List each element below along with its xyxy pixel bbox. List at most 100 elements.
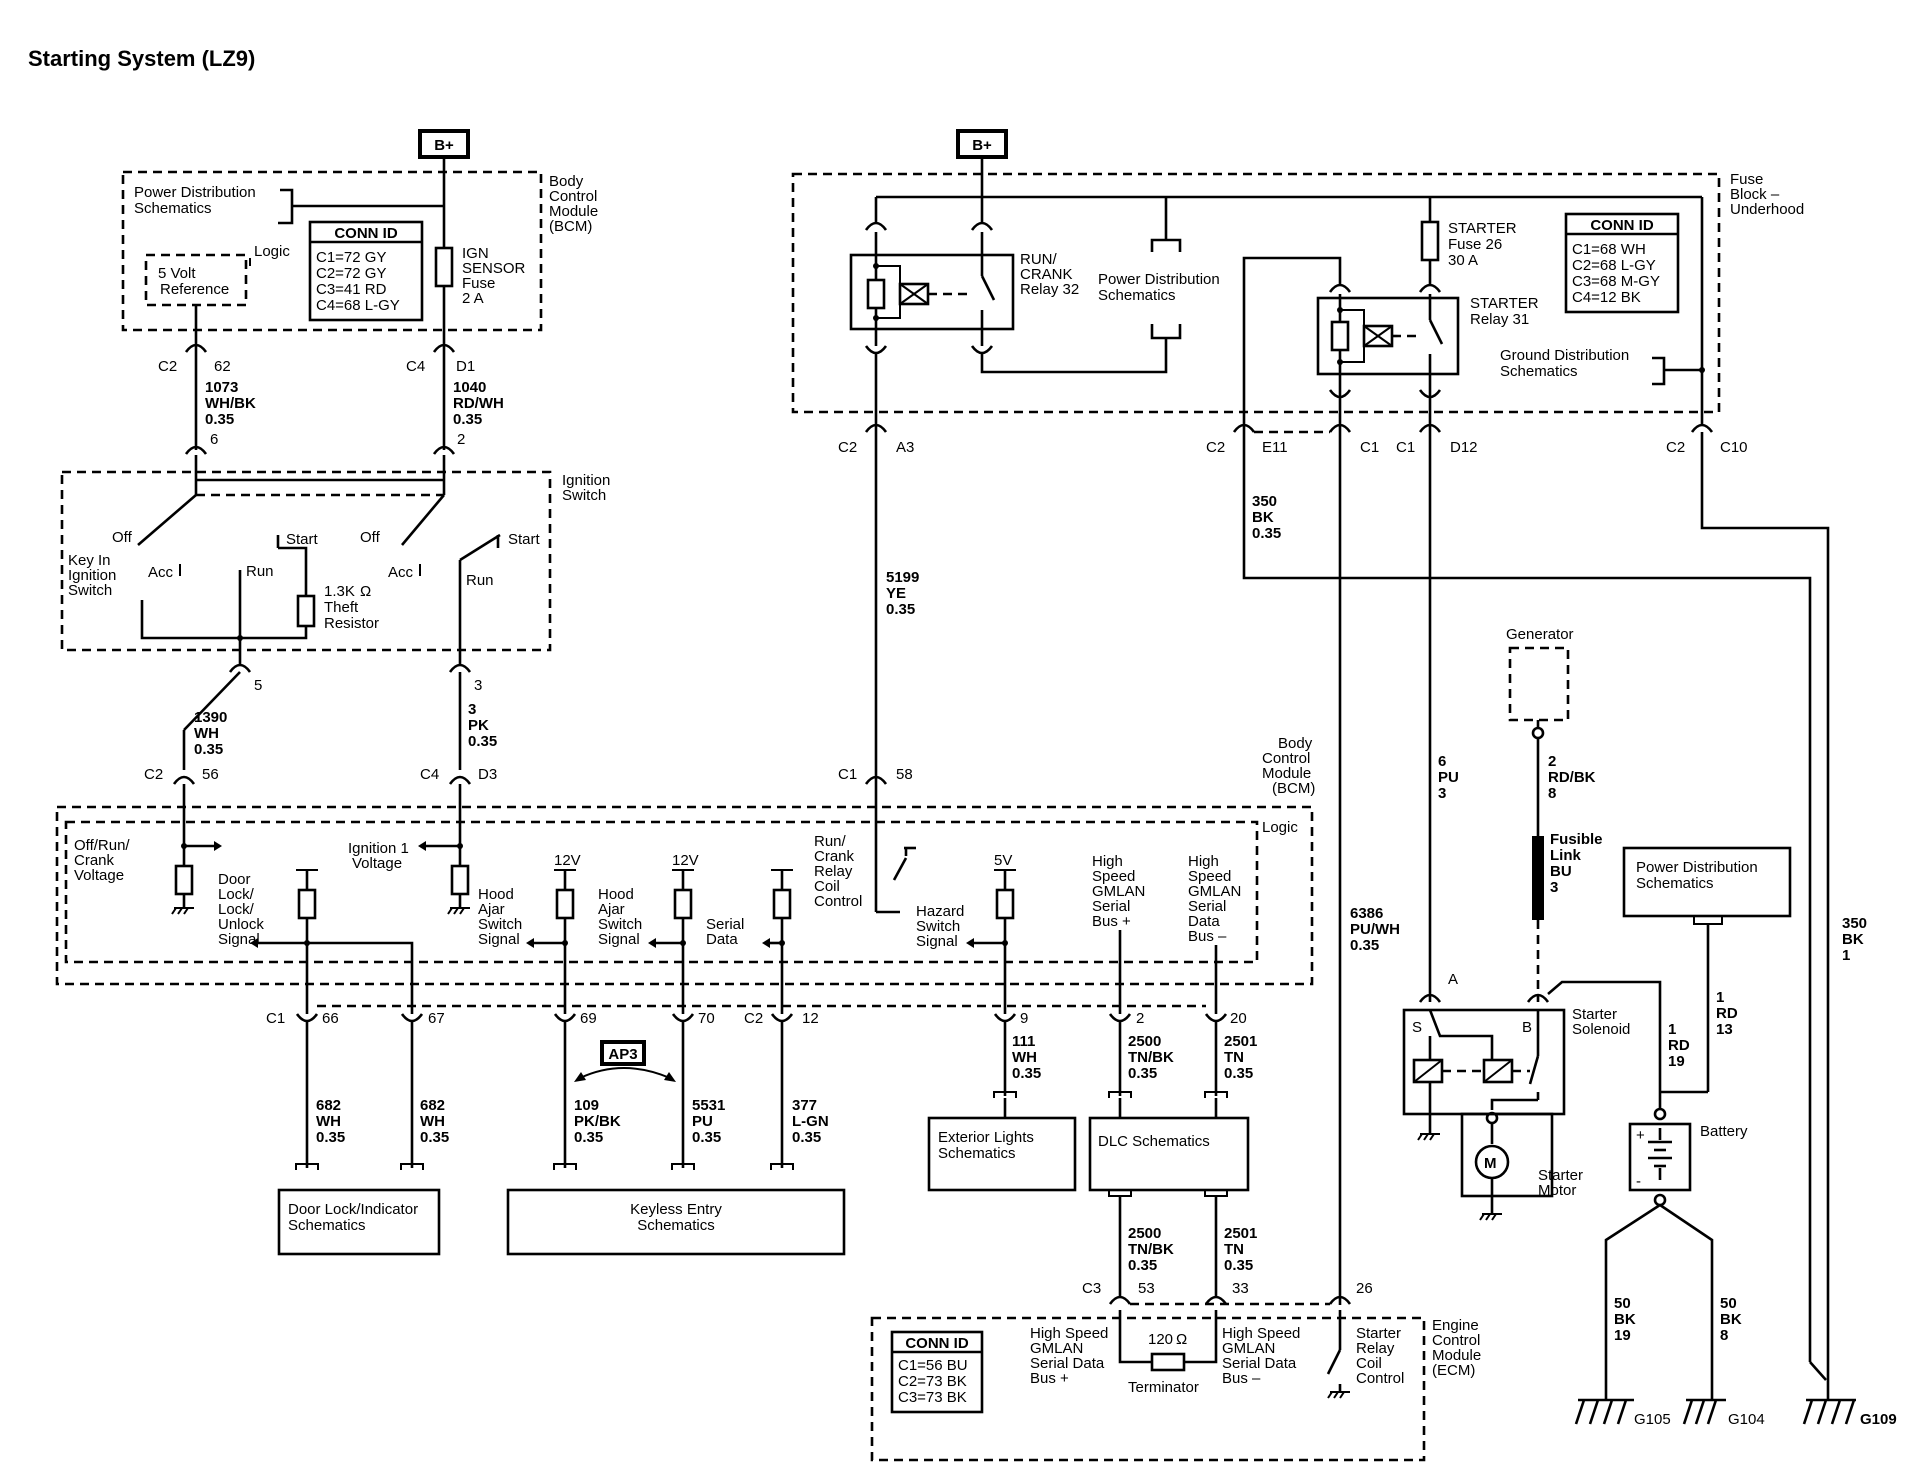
svg-text:50: 50 <box>1720 1295 1737 1312</box>
svg-text:Serial: Serial <box>1188 898 1226 915</box>
svg-text:Ajar: Ajar <box>478 901 505 918</box>
svg-text:Signal: Signal <box>598 931 640 948</box>
svg-text:Off: Off <box>112 529 133 546</box>
svg-text:Starter: Starter <box>1356 1325 1401 1342</box>
svg-text:Serial: Serial <box>1092 898 1130 915</box>
svg-text:Module: Module <box>1432 1347 1481 1364</box>
svg-text:5V: 5V <box>994 852 1012 869</box>
svg-text:Relay: Relay <box>1356 1340 1395 1357</box>
bcm-top-label: Body <box>549 173 584 190</box>
svg-text:High Speed: High Speed <box>1222 1325 1300 1342</box>
svg-text:YE: YE <box>886 585 906 602</box>
svg-text:Off: Off <box>360 529 381 546</box>
svg-text:1.3K: 1.3K <box>324 583 355 600</box>
svg-text:+: + <box>1636 1127 1645 1144</box>
svg-text:RD: RD <box>1668 1037 1690 1054</box>
svg-text:66: 66 <box>322 1010 339 1027</box>
svg-text:Fuse: Fuse <box>462 275 495 292</box>
svg-text:BU: BU <box>1550 863 1572 880</box>
svg-text:AP3: AP3 <box>608 1046 637 1063</box>
dlc-box: DLC Schematics <box>1088 1116 1250 1192</box>
svg-text:BK: BK <box>1614 1311 1636 1328</box>
svg-text:120: 120 <box>1148 1331 1173 1348</box>
svg-text:2501: 2501 <box>1224 1033 1257 1050</box>
svg-text:56: 56 <box>202 766 219 783</box>
svg-text:350: 350 <box>1252 493 1277 510</box>
svg-text:C2: C2 <box>1666 439 1685 456</box>
svg-text:Door Lock/Indicator: Door Lock/Indicator <box>288 1201 418 1218</box>
svg-text:3: 3 <box>468 701 476 718</box>
svg-text:(BCM): (BCM) <box>1272 780 1315 797</box>
svg-text:C1: C1 <box>266 1010 285 1027</box>
svg-text:C3=68 M-GY: C3=68 M-GY <box>1572 273 1660 290</box>
svg-text:E11: E11 <box>1262 439 1288 456</box>
svg-text:Starter: Starter <box>1572 1006 1617 1023</box>
svg-text:70: 70 <box>698 1010 715 1027</box>
svg-text:L-GN: L-GN <box>792 1113 829 1130</box>
svg-text:GMLAN: GMLAN <box>1030 1340 1083 1357</box>
svg-text:C4=12 BK: C4=12 BK <box>1572 289 1641 306</box>
svg-text:Battery: Battery <box>1700 1123 1748 1140</box>
svg-text:Bus +: Bus + <box>1030 1370 1069 1387</box>
svg-text:0.35: 0.35 <box>453 411 482 428</box>
svg-text:Ignition: Ignition <box>68 567 116 584</box>
svg-text:RUN/: RUN/ <box>1020 251 1057 268</box>
svg-text:Control: Control <box>549 188 597 205</box>
svg-text:BK: BK <box>1252 509 1274 526</box>
svg-text:0.35: 0.35 <box>1350 937 1379 954</box>
svg-text:Key In: Key In <box>68 552 111 569</box>
svg-text:Relay 32: Relay 32 <box>1020 281 1079 298</box>
svg-text:WH: WH <box>316 1113 341 1130</box>
svg-text:Underhood: Underhood <box>1730 201 1804 218</box>
svg-text:2: 2 <box>457 431 465 448</box>
svg-text:TN/BK: TN/BK <box>1128 1241 1174 1258</box>
svg-text:0.35: 0.35 <box>205 411 234 428</box>
svg-text:109: 109 <box>574 1097 599 1114</box>
svg-text:12: 12 <box>802 1010 819 1027</box>
svg-text:0.35: 0.35 <box>1128 1257 1157 1274</box>
svg-text:Exterior Lights: Exterior Lights <box>938 1129 1034 1146</box>
svg-text:0.35: 0.35 <box>1012 1065 1041 1082</box>
svg-text:(ECM): (ECM) <box>1432 1362 1475 1379</box>
svg-text:30 A: 30 A <box>1448 252 1478 269</box>
svg-text:350: 350 <box>1842 915 1867 932</box>
svg-text:Serial Data: Serial Data <box>1030 1355 1105 1372</box>
bcm-top-box: Power Distribution Schematics Body Contr… <box>121 170 598 345</box>
svg-text:Acc: Acc <box>388 564 414 581</box>
svg-text:2501: 2501 <box>1224 1225 1257 1242</box>
svg-text:Fuse 26: Fuse 26 <box>1448 236 1502 253</box>
svg-text:Ground Distribution: Ground Distribution <box>1500 347 1629 364</box>
svg-text:33: 33 <box>1232 1280 1249 1297</box>
svg-text:PU: PU <box>1438 769 1459 786</box>
svg-text:6: 6 <box>210 431 218 448</box>
svg-text:1040: 1040 <box>453 379 486 396</box>
svg-text:C4=68 L-GY: C4=68 L-GY <box>316 297 400 314</box>
svg-text:B+: B+ <box>434 137 454 154</box>
svg-text:Hood: Hood <box>598 886 634 903</box>
svg-text:Module: Module <box>549 203 598 220</box>
svg-text:C3: C3 <box>1082 1280 1101 1297</box>
svg-text:Terminator: Terminator <box>1128 1379 1199 1396</box>
svg-text:TN/BK: TN/BK <box>1128 1049 1174 1066</box>
svg-text:0.35: 0.35 <box>692 1129 721 1146</box>
svg-text:Signal: Signal <box>218 931 260 948</box>
ap3-badge: AP3 <box>574 1040 676 1082</box>
svg-text:Serial: Serial <box>706 916 744 933</box>
ground-g105: G105 <box>1574 1398 1671 1428</box>
svg-text:D12: D12 <box>1450 439 1478 456</box>
svg-text:C4: C4 <box>420 766 439 783</box>
svg-text:PU: PU <box>692 1113 713 1130</box>
svg-text:Run: Run <box>246 563 274 580</box>
svg-text:3: 3 <box>474 677 482 694</box>
svg-text:Reference: Reference <box>160 281 229 298</box>
svg-text:Data: Data <box>706 931 738 948</box>
svg-text:19: 19 <box>1668 1053 1685 1070</box>
svg-text:Schematics: Schematics <box>134 200 212 217</box>
svg-text:Run/: Run/ <box>814 833 847 850</box>
svg-text:STARTER: STARTER <box>1448 220 1517 237</box>
svg-text:1073: 1073 <box>205 379 238 396</box>
